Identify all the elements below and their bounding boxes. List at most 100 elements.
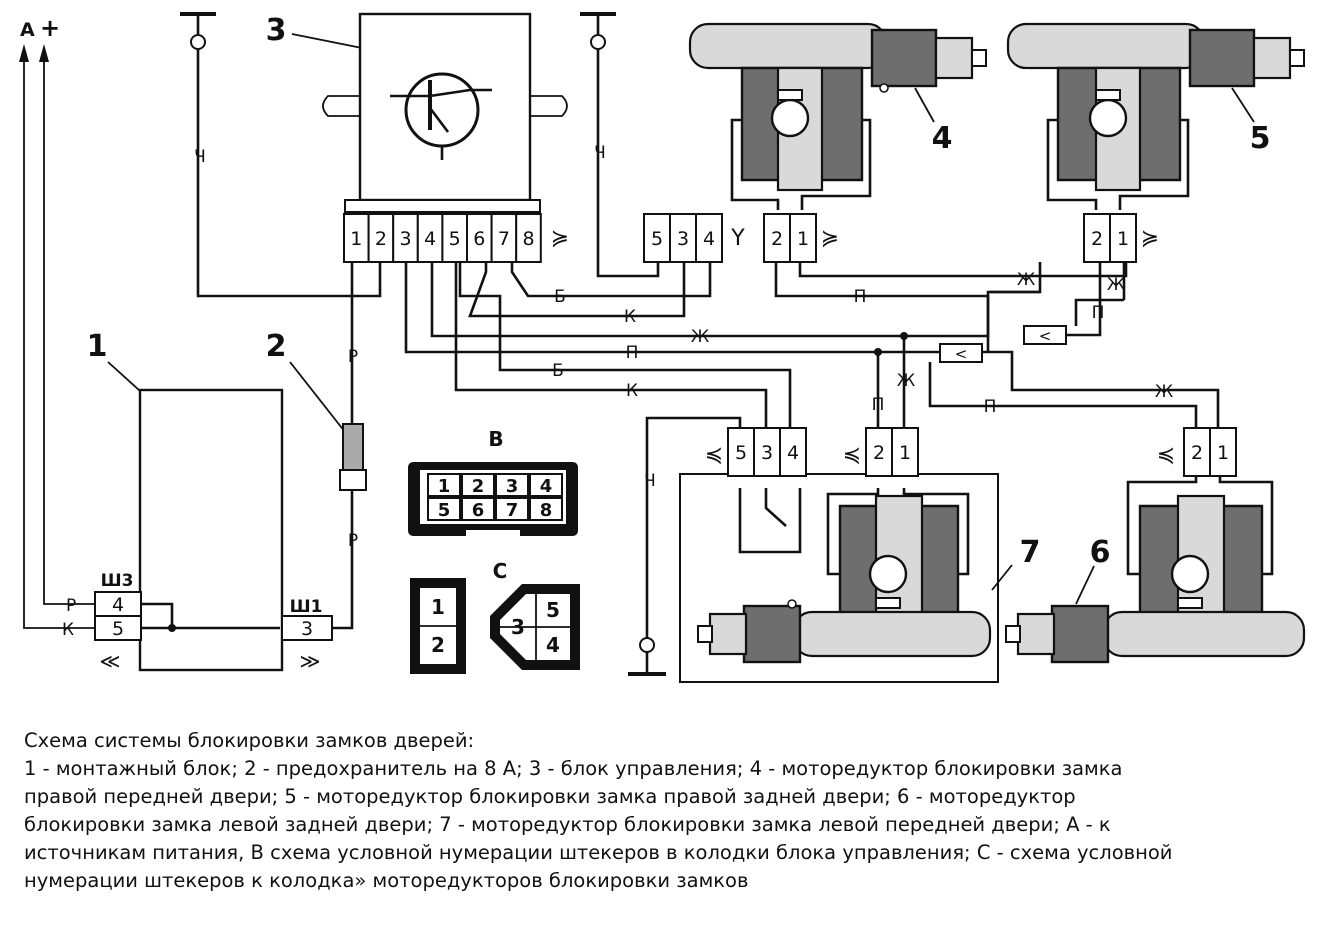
caption: Схема системы блокировки замков дверей: … <box>24 727 1314 895</box>
wire-zh-4: Ж <box>1155 382 1173 402</box>
wire-k-2: К <box>626 381 638 401</box>
wire-k-1: К <box>624 307 636 327</box>
connector-c-pin-4: 4 <box>546 633 560 657</box>
label-4: 4 <box>932 121 953 156</box>
connector-b-pin-box <box>461 473 495 497</box>
mounting-block: 1 Ш3 Р К 4 5 ≪ Ш1 3 ≫ <box>62 329 333 673</box>
connector-c-pin-2: 2 <box>431 633 445 657</box>
control-unit-pin-5: 5 <box>449 228 461 250</box>
sh3-pin-r-label: Р <box>66 596 76 616</box>
motor-7-lock-pin-3: 3 <box>761 442 773 464</box>
wire-b-2: Б <box>552 361 564 381</box>
motor-7-pin-2: 2 <box>873 442 885 464</box>
wire-ch-ground1: Ч <box>194 147 206 167</box>
motor-5-pin-box <box>1109 213 1137 263</box>
svg-text:<: < <box>955 345 968 363</box>
label-3: 3 <box>266 13 287 48</box>
connector-c-diagram: С <box>410 559 580 674</box>
motor-left-front: 7 <box>679 473 1041 683</box>
control-unit-pin-1: 1 <box>350 228 362 250</box>
wire-zh-5: Ж <box>1107 275 1125 295</box>
plug-sh1-label: Ш1 <box>290 597 323 617</box>
connector-b-pin-box <box>529 473 563 497</box>
connector-b-pin-box <box>495 473 529 497</box>
svg-text:≼: ≼ <box>1157 443 1175 468</box>
connector-b-pin-4: 4 <box>540 476 553 497</box>
connector-b-pin-7: 7 <box>506 500 519 521</box>
wire-p-2: П <box>854 287 867 307</box>
motor-right-rear: 5 <box>1006 22 1305 210</box>
sh3-pin-k-label: К <box>62 620 74 640</box>
small-connector-pin-box <box>669 213 697 263</box>
sh1-pin-3: 3 <box>301 618 313 640</box>
motor-6-pin-2: 2 <box>1191 442 1203 464</box>
small-connector-pin-box <box>695 213 723 263</box>
connector-b-pin-3: 3 <box>506 476 519 497</box>
svg-text:≼: ≼ <box>843 443 861 468</box>
small-connector-pin-4: 4 <box>703 228 715 250</box>
control-unit-pin-7: 7 <box>498 228 510 250</box>
connector-b-pin-1: 1 <box>438 476 451 497</box>
wire-r-lower: Р <box>348 531 358 551</box>
ground-symbols: Ч Ч Ч <box>180 12 742 676</box>
control-unit-pin-2: 2 <box>375 228 387 250</box>
arrow-up-icon <box>39 44 49 62</box>
control-unit-pin-4: 4 <box>424 228 436 250</box>
wire-p-4: П <box>984 397 997 417</box>
wire-p-3: П <box>872 395 885 415</box>
sh3-pin-4: 4 <box>112 594 124 616</box>
connector-b-pin-2: 2 <box>472 476 485 497</box>
motor-6-pin-1: 1 <box>1217 442 1229 464</box>
wire-zh-1: Ж <box>691 327 709 347</box>
label-plus: + <box>40 14 60 42</box>
power-source-arrows: А + <box>19 14 95 629</box>
motor-7-lock-pin-box <box>727 427 755 477</box>
small-connector-pin-5: 5 <box>651 228 663 250</box>
schematic: А + 1 Ш3 Р К 4 5 ≪ Ш1 3 ≫ 2 Р Р <box>19 12 1306 683</box>
motor-7-pin-box <box>865 427 893 477</box>
svg-text:Y: Y <box>730 226 745 251</box>
control-unit-pin-box <box>343 213 370 263</box>
connector-c-pin-1: 1 <box>431 595 445 619</box>
harness-wires: Б К Ж Ж П П Б К П Ж < < Ж П <box>404 262 1220 462</box>
motor-6-pin-box <box>1209 427 1237 477</box>
svg-text:≫: ≫ <box>300 649 321 673</box>
label-7: 7 <box>1020 535 1041 570</box>
control-unit-pin-8: 8 <box>522 228 534 250</box>
caption-line-1: 1 - монтажный блок; 2 - предохранитель н… <box>24 757 1123 780</box>
caption-title: Схема системы блокировки замков дверей: <box>24 729 475 752</box>
motor-7-lock-pin-4: 4 <box>787 442 799 464</box>
connector-c-pin-3: 3 <box>511 615 525 639</box>
small-connector-pin-3: 3 <box>677 228 689 250</box>
svg-text:≪: ≪ <box>100 649 121 673</box>
wire-p-5: П <box>1092 303 1105 323</box>
connector-c-pin-5: 5 <box>546 598 560 622</box>
control-unit-pin-box <box>490 213 518 263</box>
wire-ch-ground3: Ч <box>644 471 656 491</box>
motor-5-pin-2: 2 <box>1091 228 1103 250</box>
wire-zh-2: Ж <box>1017 270 1035 290</box>
motor-right-front: 4 <box>688 22 987 210</box>
motor-7-lock-pin-5: 5 <box>735 442 747 464</box>
label-6: 6 <box>1090 535 1111 570</box>
fuse: 2 Р Р <box>266 262 367 630</box>
wire-r-upper: Р <box>348 347 358 367</box>
motor-left-rear: 6 <box>1005 462 1306 664</box>
connector-b-pin-box <box>427 497 461 521</box>
motor-5-pin-1: 1 <box>1117 228 1129 250</box>
svg-text:≽: ≽ <box>1141 226 1159 251</box>
control-unit: 3 ≽ <box>266 12 569 251</box>
arrow-up-icon <box>19 44 29 62</box>
label-1: 1 <box>87 329 108 364</box>
connector-b-pin-box <box>461 497 495 521</box>
caption-line-2: правой передней двери; 5 - моторедуктор … <box>24 785 1076 808</box>
caption-line-3: блокировки замка левой задней двери; 7 -… <box>24 813 1111 836</box>
connector-b-pin-box <box>495 497 529 521</box>
